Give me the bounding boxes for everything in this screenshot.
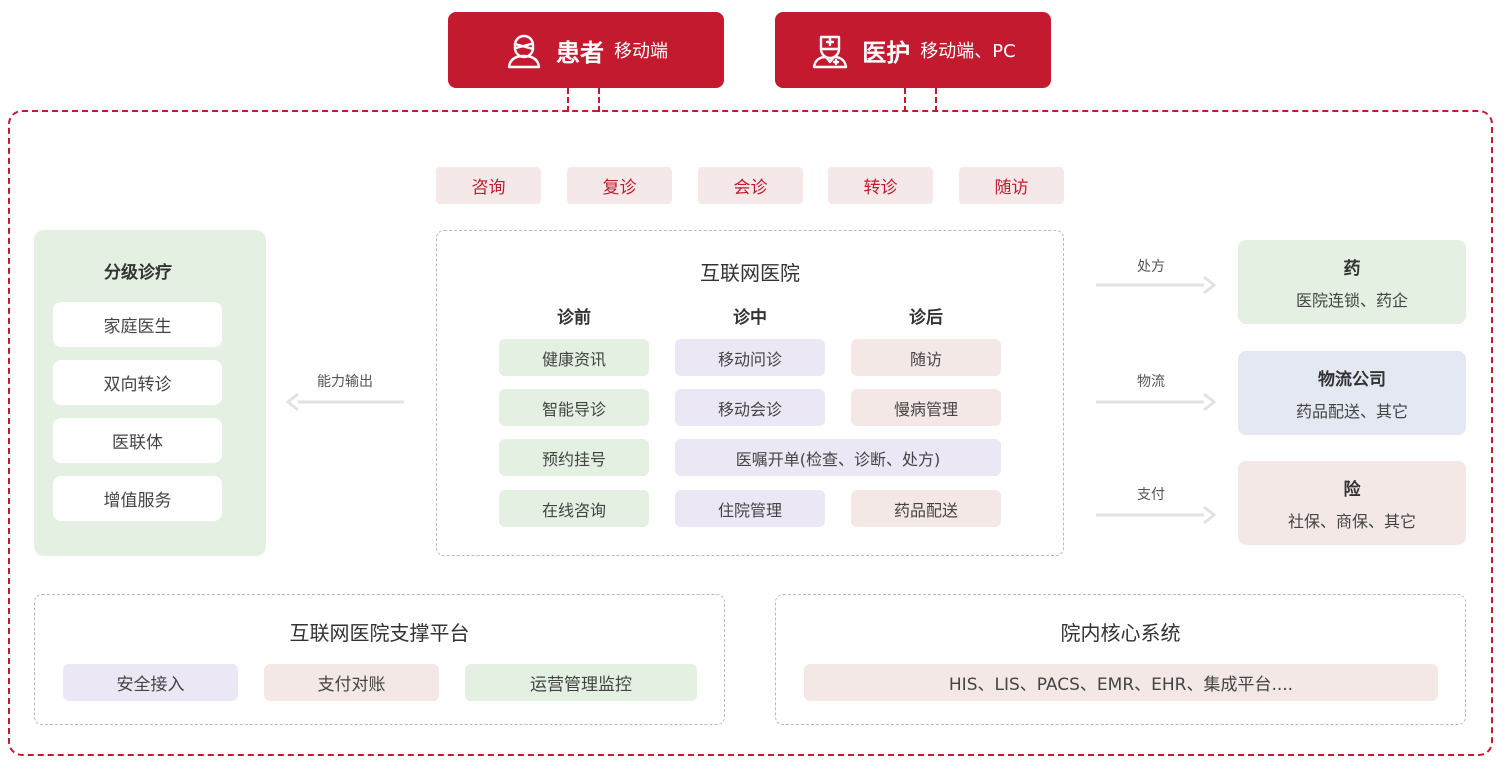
- support-platform-box: [34, 594, 725, 725]
- logistics-arrow: [1096, 392, 1217, 412]
- pre-appointment: 预约挂号: [499, 439, 649, 476]
- payment-arrow-label: 支付: [1137, 487, 1165, 503]
- prescription-arrow-label: 处方: [1137, 259, 1165, 275]
- tiered-two-way-referral: 双向转诊: [53, 360, 222, 405]
- logistics-title: 物流公司: [1318, 369, 1386, 390]
- payment-arrow: [1096, 505, 1217, 525]
- tiered-family-doctor: 家庭医生: [53, 302, 222, 347]
- staff-connector-left: [904, 88, 906, 112]
- patient-title: 患者: [556, 38, 604, 67]
- service-tag-consultation: 会诊: [698, 167, 803, 204]
- pre-online-consult: 在线咨询: [499, 490, 649, 527]
- tiered-care-title: 分级诊疗: [104, 262, 172, 283]
- mid-inpatient: 住院管理: [675, 490, 825, 527]
- phase-mid-header: 诊中: [733, 307, 767, 328]
- prescription-arrow: [1096, 275, 1217, 295]
- logistics-card: 物流公司 药品配送、其它: [1238, 351, 1466, 435]
- logistics-sub: 药品配送、其它: [1295, 401, 1408, 421]
- insurance-sub: 社保、商保、其它: [1287, 511, 1416, 531]
- internet-hospital-title: 互联网医院: [700, 260, 800, 285]
- phase-post-header: 诊后: [909, 307, 943, 328]
- patient-connector-right: [598, 88, 600, 112]
- patient-sub: 移动端: [614, 41, 668, 62]
- medical-staff-role-box: 医护 移动端、PC: [775, 12, 1051, 88]
- patient-icon: [504, 30, 544, 70]
- support-secure-access: 安全接入: [63, 664, 238, 701]
- pre-health-info: 健康资讯: [499, 339, 649, 376]
- capability-output-arrow: [285, 392, 404, 412]
- core-system-title: 院内核心系统: [1060, 620, 1181, 645]
- post-drug-delivery: 药品配送: [851, 490, 1001, 527]
- tiered-medical-alliance: 医联体: [53, 418, 222, 463]
- patient-role-box: 患者 移动端: [448, 12, 724, 88]
- internet-hospital-box: [436, 230, 1064, 556]
- insurance-card: 险 社保、商保、其它: [1238, 461, 1466, 545]
- mid-mobile-inquiry: 移动问诊: [675, 339, 825, 376]
- mid-mobile-consultation: 移动会诊: [675, 389, 825, 426]
- support-payment-reconcile: 支付对账: [264, 664, 439, 701]
- pre-smart-triage: 智能导诊: [499, 389, 649, 426]
- logistics-arrow-label: 物流: [1137, 374, 1165, 390]
- service-tag-referral: 转诊: [828, 167, 933, 204]
- service-tag-consult: 咨询: [436, 167, 541, 204]
- core-system-box: [775, 594, 1466, 725]
- medical-staff-title: 医护: [862, 38, 911, 67]
- tiered-value-added: 增值服务: [53, 476, 222, 521]
- post-chronic-care: 慢病管理: [851, 389, 1001, 426]
- capability-output-label: 能力输出: [317, 374, 373, 390]
- insurance-title: 险: [1343, 479, 1361, 500]
- phase-pre-header: 诊前: [557, 307, 591, 328]
- support-operations-monitor: 运营管理监控: [465, 664, 697, 701]
- pharmacy-card: 药 医院连锁、药企: [1238, 240, 1466, 324]
- post-followup: 随访: [851, 339, 1001, 376]
- doctor-icon: [810, 30, 850, 70]
- support-platform-title: 互联网医院支撑平台: [289, 620, 470, 645]
- outer-frame: [8, 110, 1493, 756]
- medical-staff-sub: 移动端、PC: [920, 41, 1016, 62]
- service-tag-revisit: 复诊: [567, 167, 672, 204]
- pharmacy-sub: 医院连锁、药企: [1295, 290, 1408, 310]
- staff-connector-right: [935, 88, 937, 112]
- service-tag-followup: 随访: [959, 167, 1064, 204]
- patient-connector-left: [567, 88, 569, 112]
- core-system-list: HIS、LIS、PACS、EMR、EHR、集成平台....: [804, 664, 1438, 701]
- pharmacy-title: 药: [1343, 258, 1361, 279]
- mid-orders: 医嘱开单(检查、诊断、处方): [675, 439, 1001, 476]
